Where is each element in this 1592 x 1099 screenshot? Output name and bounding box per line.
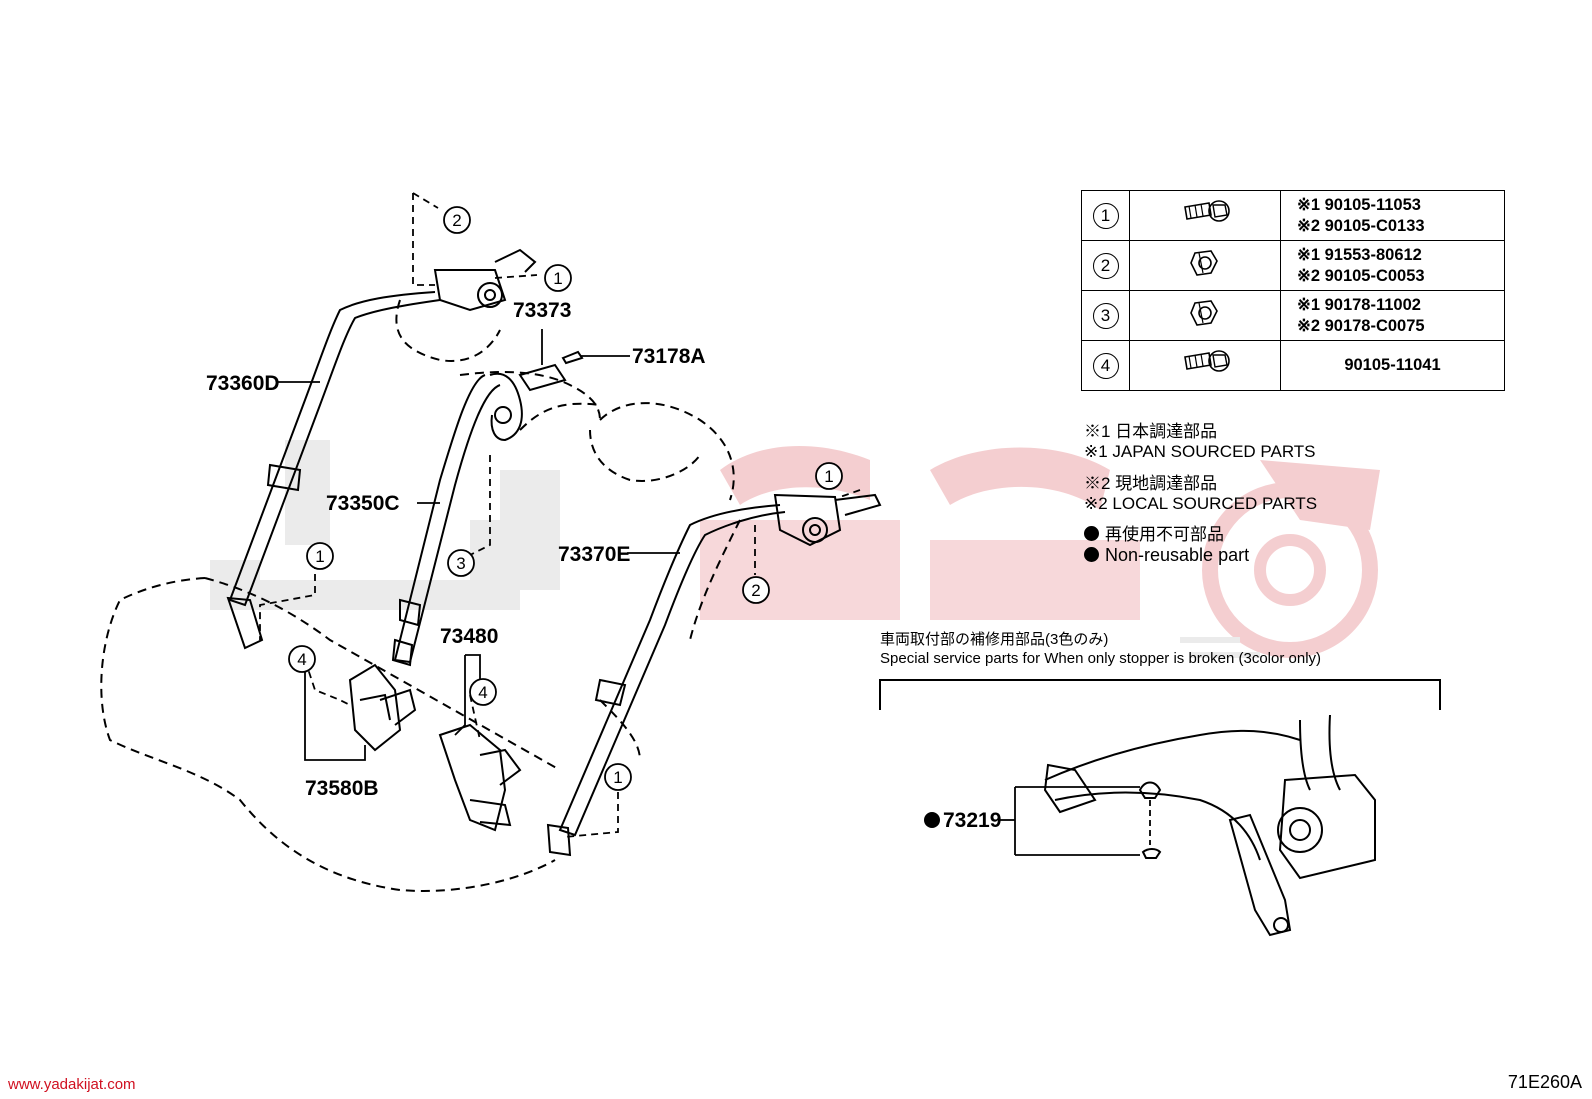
left-seat-belt-drawing [226, 248, 537, 650]
note-text: 再使用不可部品 [1105, 525, 1224, 544]
part-label-73373: 73373 [513, 299, 571, 322]
svg-text:2: 2 [751, 581, 760, 600]
cover-73373-drawing [518, 350, 584, 392]
part-label-73360d: 73360D [206, 372, 280, 395]
svg-text:3: 3 [456, 554, 465, 573]
non-reusable-marker [924, 812, 940, 828]
fastener-parts-table: 1 ※1 90105-11053 ※2 90105-C0133 2 ※1 915… [1081, 190, 1505, 391]
callout-leaders [259, 192, 861, 838]
row-number: 1 [1092, 202, 1119, 229]
watermark-logo [210, 440, 1380, 658]
part-label-73480: 73480 [440, 625, 498, 648]
center-seat-belt-drawing [391, 372, 523, 667]
callout-circle-1-bottom: 1 [604, 763, 632, 791]
part-number-line: ※2 90178-C0075 [1297, 316, 1425, 335]
table-row: 3 ※1 90178-11002 ※2 90178-C0075 [1081, 290, 1505, 341]
callout-circle-2-mid: 2 [742, 576, 770, 604]
table-row: 4 90105-11041 [1081, 340, 1505, 391]
note-japan-sourced-en: ※1 JAPAN SOURCED PARTS [1084, 442, 1316, 461]
buckle-73480-drawing [438, 723, 522, 832]
part-number-line: 90105-11041 [1344, 356, 1441, 374]
diagram-code: 71E260A [1507, 1072, 1582, 1092]
row-number: 2 [1092, 252, 1119, 279]
svg-text:2: 2 [452, 211, 461, 230]
bolt-with-washer-icon [1184, 350, 1230, 372]
table-row: 2 ※1 91553-80612 ※2 90105-C0053 [1081, 240, 1505, 291]
part-label-73219: 73219 [943, 809, 1001, 832]
svg-text:4: 4 [297, 650, 306, 669]
part-number-line: ※1 90105-11053 [1297, 195, 1421, 214]
callout-circle-4-left: 4 [288, 645, 316, 673]
note-non-reusable-en: Non-reusable part [1084, 545, 1249, 566]
special-service-bracket [879, 679, 1441, 710]
right-seat-belt-drawing [546, 493, 882, 857]
bolt-with-washer-icon [1184, 200, 1230, 222]
svg-text:1: 1 [553, 269, 562, 288]
svg-text:1: 1 [613, 768, 622, 787]
callout-circle-1-mid: 1 [815, 462, 843, 490]
svg-text:4: 4 [478, 683, 487, 702]
non-reusable-dot-icon [1084, 547, 1099, 562]
buckle-73580b-drawing [348, 663, 417, 752]
part-label-73580b: 73580B [305, 777, 379, 800]
callout-circle-3: 3 [447, 549, 475, 577]
note-local-sourced-jp: ※2 現地調達部品 [1084, 474, 1218, 493]
stopper-label-leaders [1000, 786, 1140, 856]
row-number: 3 [1092, 302, 1119, 329]
flange-nut-icon [1190, 300, 1218, 326]
callout-circle-2-top: 2 [443, 206, 471, 234]
callout-circle-1-top: 1 [544, 264, 572, 292]
flange-nut-icon [1190, 250, 1218, 276]
svg-text:1: 1 [824, 467, 833, 486]
table-row: 1 ※1 90105-11053 ※2 90105-C0133 [1081, 190, 1505, 241]
part-label-73370e: 73370E [558, 543, 630, 566]
svg-text:1: 1 [315, 547, 324, 566]
stopper-detail-drawing [1043, 714, 1376, 937]
non-reusable-dot-icon [1084, 526, 1099, 541]
part-label-73350c: 73350C [326, 492, 400, 515]
special-service-title-en: Special service parts for When only stop… [880, 650, 1322, 667]
row-number: 4 [1092, 352, 1119, 379]
note-non-reusable-jp: 再使用不可部品 [1084, 520, 1224, 545]
special-service-title-jp: 車両取付部の補修用部品(3色のみ) [880, 631, 1109, 648]
seat-outline [100, 299, 741, 892]
label-leaders [278, 329, 680, 761]
part-label-73178a: 73178A [632, 345, 706, 368]
part-number-line: ※2 90105-C0133 [1297, 216, 1425, 235]
callout-circle-4-right: 4 [469, 678, 497, 706]
note-text: Non-reusable part [1105, 545, 1250, 565]
part-number-line: ※2 90105-C0053 [1297, 266, 1425, 285]
note-local-sourced-en: ※2 LOCAL SOURCED PARTS [1084, 494, 1318, 513]
note-japan-sourced-jp: ※1 日本調達部品 [1084, 422, 1218, 441]
part-number-line: ※1 90178-11002 [1297, 295, 1421, 314]
callout-circle-1-left: 1 [306, 542, 334, 570]
watermark-url: www.yadakijat.com [8, 1076, 136, 1093]
part-number-line: ※1 91553-80612 [1297, 245, 1422, 264]
